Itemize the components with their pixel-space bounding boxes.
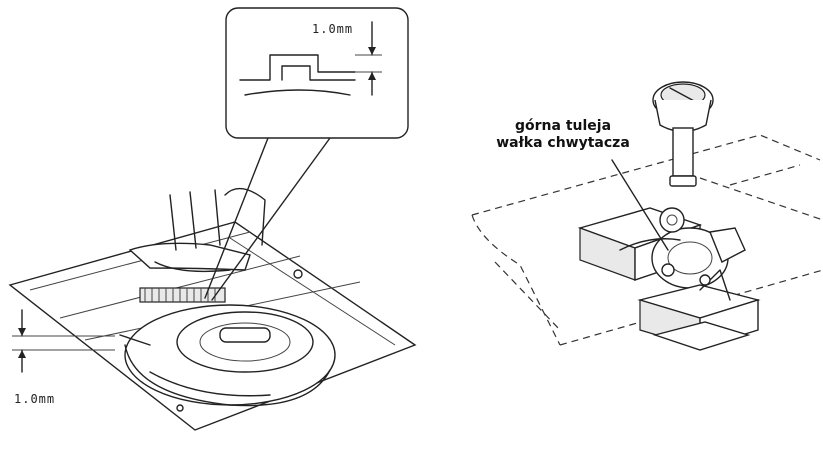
hook-mechanism <box>577 207 761 351</box>
callout-label-line2: wałka chwytacza <box>496 135 630 151</box>
feed-dog <box>139 287 226 303</box>
hook-shaft-bushing <box>652 81 714 187</box>
right-diagram <box>471 81 823 351</box>
inset-leader-right <box>211 137 331 301</box>
inset-leader-left <box>204 137 269 299</box>
side-measure <box>12 309 115 373</box>
callout-label: górna tuleja wałka chwytacza <box>488 118 638 152</box>
side-measure-label: 1.0mm <box>14 392 56 406</box>
inset-measure-label: 1.0mm <box>312 22 354 36</box>
callout-label-line1: górna tuleja <box>514 118 612 134</box>
callout-leader <box>611 159 669 251</box>
left-diagram <box>8 7 417 431</box>
presser-foot <box>128 187 266 273</box>
bobbin-hook <box>119 304 336 407</box>
inset-detail-box <box>225 7 409 139</box>
